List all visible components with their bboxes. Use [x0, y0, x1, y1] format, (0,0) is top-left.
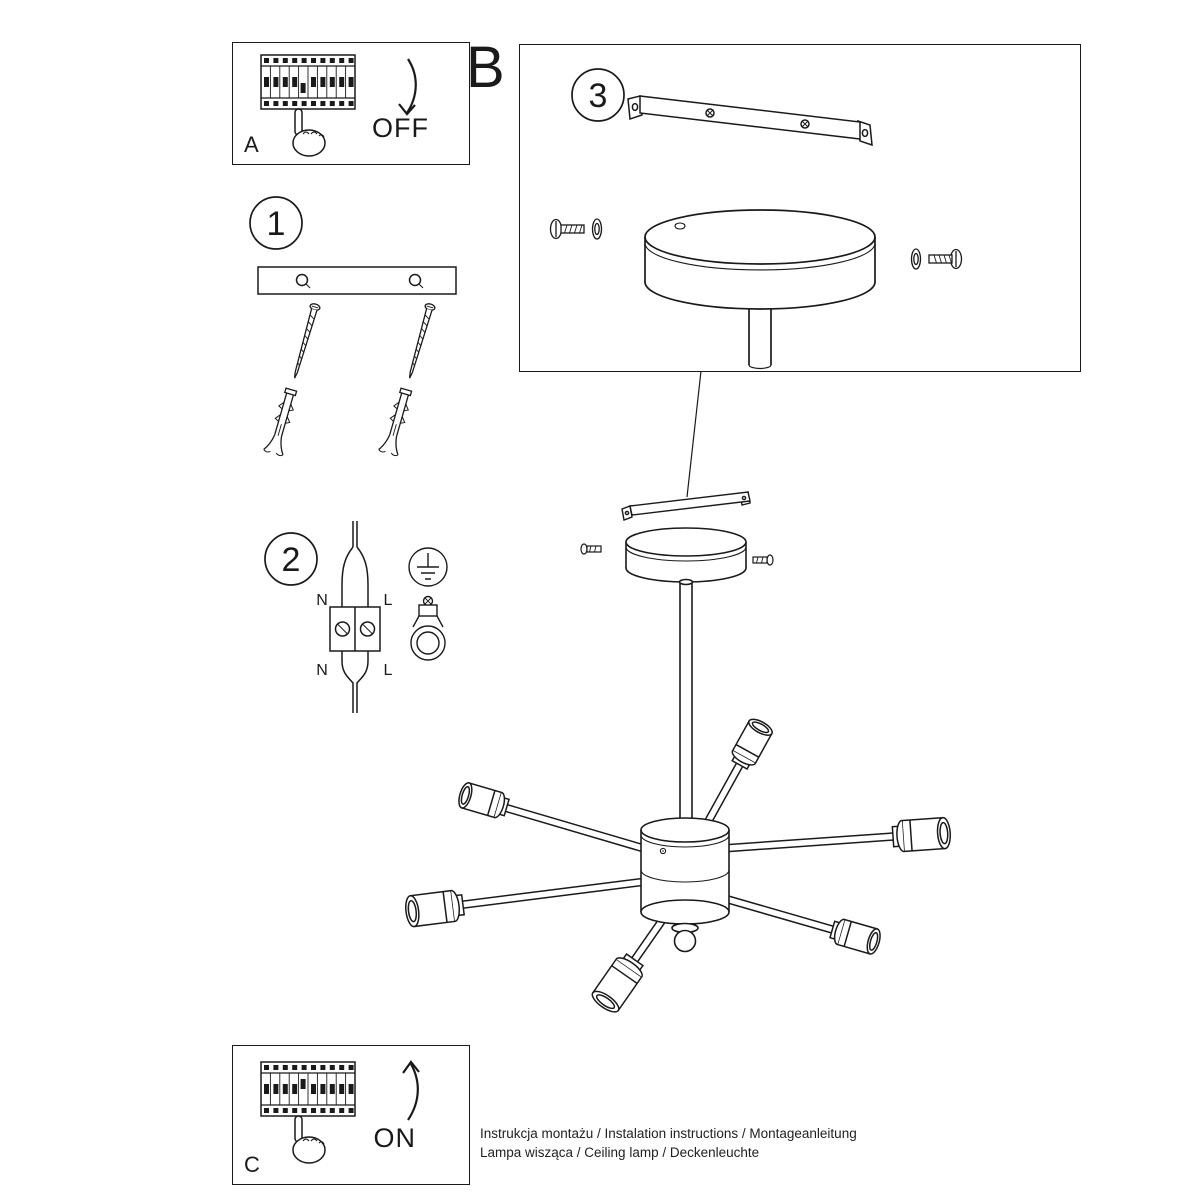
canopy-screw-right-icon — [752, 554, 774, 566]
step-1-number: 1 — [267, 205, 286, 243]
lamp-hub-icon — [640, 817, 730, 953]
power-on-box: C ON — [232, 1045, 470, 1185]
step-2-number: 2 — [282, 541, 301, 579]
terminal-block-icon — [329, 521, 381, 713]
wire-label-l-bottom: L — [384, 662, 393, 679]
ground-symbol-icon — [408, 547, 448, 587]
lamp-stem-icon — [678, 578, 694, 826]
step-2-badge: 2 — [264, 532, 318, 586]
lamp-socket — [455, 780, 512, 821]
power-off-box: A OFF — [232, 42, 470, 165]
lamp-socket — [827, 916, 884, 957]
step-3-number: 3 — [589, 77, 608, 115]
mounting-bracket-icon — [627, 95, 873, 147]
canopy-detail-icon — [644, 209, 876, 370]
breaker-panel-icon — [260, 54, 356, 110]
pointing-hand-icon — [292, 108, 326, 157]
arrow-up-icon — [402, 1060, 420, 1121]
lamp-socket — [403, 888, 466, 929]
lamp-socket — [727, 715, 776, 772]
box-c-label: C — [244, 1152, 260, 1177]
step-1-badge: 1 — [249, 196, 303, 250]
arrow-down-icon — [398, 58, 417, 116]
step3-drawing: 3 — [549, 68, 963, 370]
pointing-hand-icon — [292, 1115, 326, 1164]
off-label: OFF — [372, 113, 429, 143]
wire-label-l-top: L — [384, 592, 393, 609]
screw-anchor-left-icon — [263, 303, 321, 457]
box-a-label: A — [244, 132, 259, 157]
footer-line-2: Lampa wisząca / Ceiling lamp / Deckenleu… — [480, 1145, 760, 1160]
step-3-badge: 3 — [571, 68, 625, 122]
screw-anchor-right-icon — [378, 303, 436, 457]
footer-line-1: Instrukcja montażu / Instalation instruc… — [480, 1126, 857, 1141]
footer-text: Instrukcja montażu / Instalation instruc… — [480, 1124, 857, 1162]
ground-clamp-icon — [410, 595, 446, 661]
lamp-socket — [891, 816, 953, 853]
section-b-label: B — [466, 35, 505, 100]
mounting-bar-icon — [257, 266, 457, 295]
canopy-screw-left-icon — [580, 543, 602, 555]
power-on-drawing — [260, 1060, 420, 1164]
power-off-drawing — [260, 54, 417, 157]
breaker-panel-icon — [260, 1061, 356, 1117]
detail-callout-line — [686, 370, 702, 498]
lamp-canopy-icon — [625, 527, 747, 583]
lamp-bracket-icon — [621, 491, 751, 521]
wire-label-n-bottom: N — [316, 662, 328, 679]
step2-drawing: 2 N L N L — [264, 521, 448, 713]
wire-label-n-top: N — [316, 592, 328, 609]
step1-drawing: 1 — [249, 196, 457, 457]
mounting-screw-right-icon — [910, 248, 963, 270]
on-label: ON — [373, 1123, 416, 1153]
step3-detail-box: 3 — [519, 44, 1081, 372]
mounting-screw-left-icon — [549, 218, 603, 240]
